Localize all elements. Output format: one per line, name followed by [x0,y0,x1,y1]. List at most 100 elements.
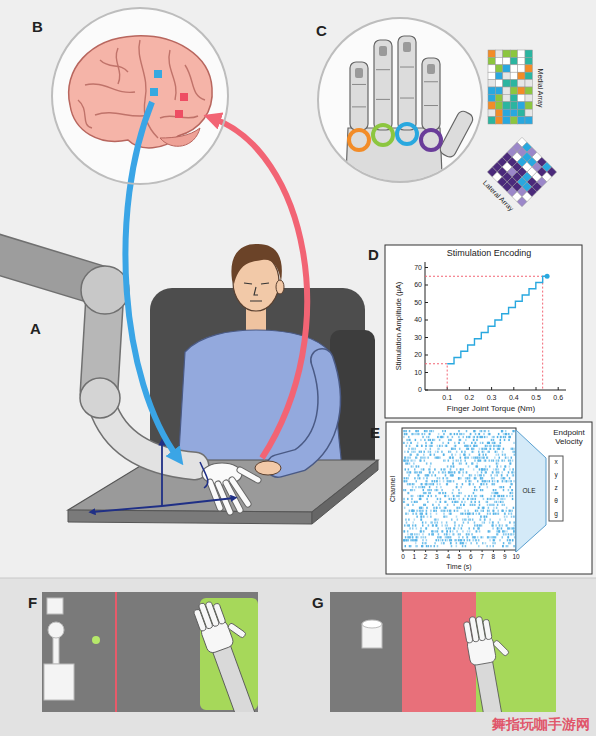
finger-joint [424,105,438,106]
spike [513,530,515,532]
spike [418,465,420,467]
spike [403,530,405,532]
spike [493,442,495,444]
spike [429,468,431,470]
spike [406,433,408,435]
spike [465,545,467,547]
spike [460,460,462,462]
spike [464,454,466,456]
spike [499,524,501,526]
spike [454,445,456,447]
robot-shoulder [81,266,129,314]
spike [491,477,493,479]
spike [478,451,480,453]
spike [460,468,462,470]
spike [479,454,481,456]
brain-sulcus [95,113,150,117]
axis-tick: 0.4 [509,394,519,402]
spike [448,451,450,453]
spike [415,486,417,488]
spike [495,524,497,526]
spike [416,430,418,432]
spike [432,483,434,485]
spike [484,521,486,523]
spike [493,460,495,462]
spike [415,536,417,538]
spike [440,486,442,488]
spike [489,445,491,447]
spike [430,439,432,441]
spike [439,457,441,459]
axis-tick: 0 [401,553,405,560]
spike [512,495,514,497]
object-stem [53,636,59,664]
spike [407,530,409,532]
electrode-cell [503,65,510,72]
spike [454,510,456,512]
spike [421,483,423,485]
spike [512,492,514,494]
spike [502,510,504,512]
spike [470,433,472,435]
stimulation-array [180,93,188,101]
spike [425,536,427,538]
spike [497,492,499,494]
spike [466,471,468,473]
spike [405,430,407,432]
spike [412,513,414,515]
spike [507,527,509,529]
spike [409,439,411,441]
spike [408,539,410,541]
spike [415,542,417,544]
spike [509,486,511,488]
spike [473,445,475,447]
spike [451,498,453,500]
spike [445,539,447,541]
spike [420,527,422,529]
electrode-cell [510,50,517,57]
spike [430,462,432,464]
spike [496,465,498,467]
spike [498,471,500,473]
cylinder-top [362,620,382,628]
spike [409,454,411,456]
axis-tick: 7 [480,553,484,560]
spike [430,489,432,491]
y-tick [425,267,428,268]
spike [479,524,481,526]
ear [276,280,284,294]
spike [479,519,481,521]
spike [509,527,511,529]
spike [420,516,422,518]
spike [511,516,513,518]
spike [412,510,414,512]
output-label: x [554,458,557,465]
axis-tick: 8 [492,553,496,560]
torso [178,330,342,468]
wrist-band [200,462,208,488]
spike [424,492,426,494]
spike [458,477,460,479]
spike [477,471,479,473]
spike [460,486,462,488]
spike [462,436,464,438]
time-tick [504,550,505,552]
spike [430,545,432,547]
spike [417,445,419,447]
spike [428,474,430,476]
spike [411,533,413,535]
axis-tick: 0.5 [531,394,541,402]
spike [422,436,424,438]
spike [403,539,405,541]
spike [408,474,410,476]
spike [426,436,428,438]
spike [445,495,447,497]
spike [415,513,417,515]
spike [450,513,452,515]
spike [477,457,479,459]
spike [488,430,490,432]
spike [422,483,424,485]
spike [470,501,472,503]
spike [463,539,465,541]
robot-forearm [212,643,258,712]
